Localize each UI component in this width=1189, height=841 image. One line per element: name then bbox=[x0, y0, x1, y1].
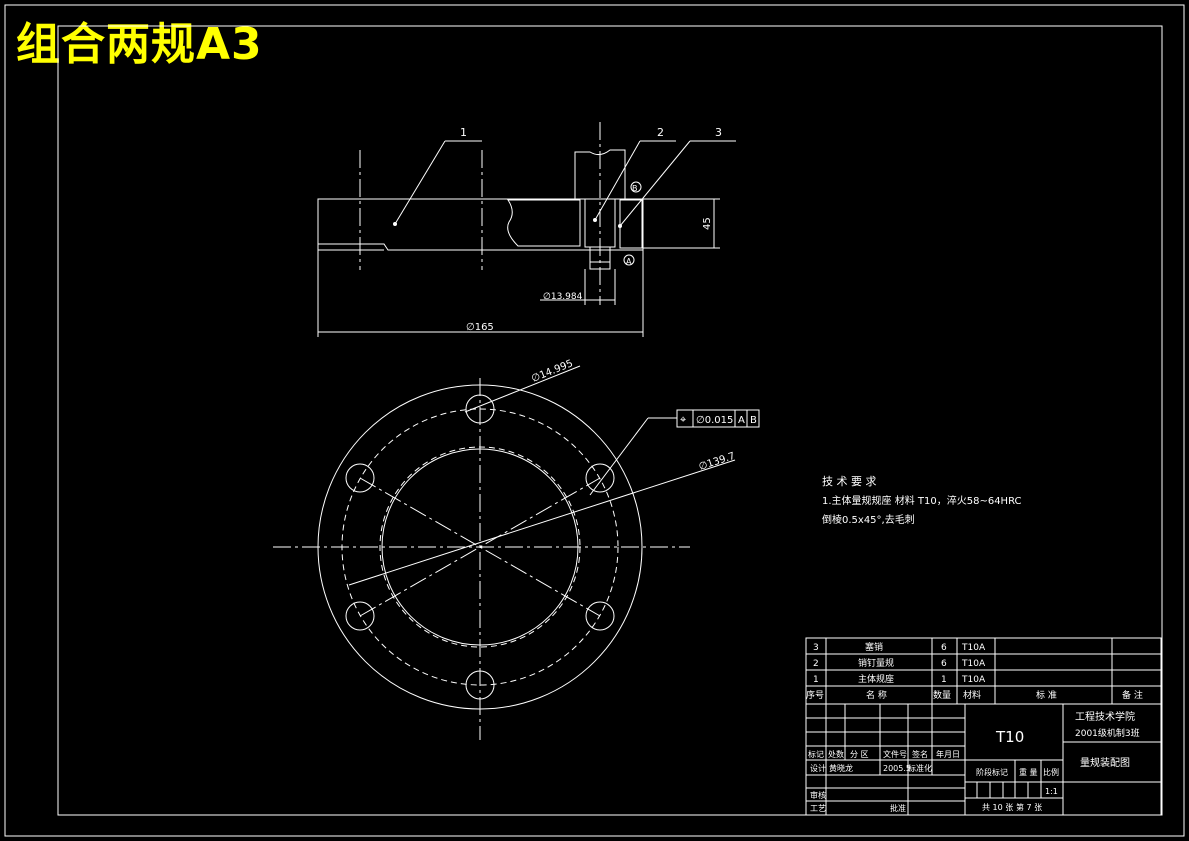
school-name: 工程技术学院 bbox=[1075, 710, 1135, 723]
bom-header: 名 称 bbox=[866, 689, 887, 701]
dim-hole: ∅14.995 bbox=[530, 358, 575, 385]
rev-header: 文件号 bbox=[883, 749, 907, 759]
bom-cell: 2 bbox=[813, 659, 819, 669]
rev-header: 分 区 bbox=[850, 750, 869, 759]
rev-header: 处数 bbox=[828, 749, 844, 759]
drawing-name: 量规装配图 bbox=[1080, 756, 1130, 769]
datum-b-marker bbox=[630, 181, 642, 193]
bom-header: 备 注 bbox=[1122, 689, 1143, 701]
dim-outer: ∅165 bbox=[466, 322, 494, 333]
pin-hole bbox=[345, 463, 375, 493]
notes-line-1: 1.主体量规规座 材料 T10，淬火58~64HRC bbox=[822, 494, 1022, 507]
bom-cell: 1 bbox=[813, 675, 819, 685]
tolerance-value: ∅0.015 bbox=[696, 415, 733, 426]
section-hatch bbox=[507, 199, 581, 247]
plan-view: ∅14.995 ∅139.7 ⌖ ∅0.015 A B bbox=[273, 358, 760, 740]
bom-cell: 销钉量规 bbox=[858, 657, 894, 669]
notes-line-2: 倒棱0.5x45°,去毛刺 bbox=[822, 513, 915, 526]
title-block: 标记 处数 分 区 文件号 签名 年月日 设计 黄晓龙 2005.5 标准化 审… bbox=[805, 703, 1162, 816]
design-date: 2005.5 bbox=[883, 764, 911, 773]
bom-cell: 6 bbox=[941, 643, 947, 653]
position-symbol: ⌖ bbox=[680, 413, 686, 426]
rev-header: 标记 bbox=[808, 749, 824, 759]
inner-frame bbox=[57, 25, 1163, 816]
tolerance-frame bbox=[676, 409, 760, 428]
tolerance-datum-a: A bbox=[738, 415, 745, 426]
datum-a-label: A bbox=[626, 257, 632, 266]
bom-header: 数量 bbox=[933, 689, 951, 701]
body-outline bbox=[317, 198, 644, 251]
bom-cell: 3 bbox=[813, 643, 819, 653]
bom-header: 标 准 bbox=[1036, 689, 1057, 701]
pin-gauge-head bbox=[574, 149, 626, 200]
pin-hole bbox=[585, 601, 615, 631]
callout-1: 1 bbox=[460, 126, 467, 139]
tolerance-datum-b: B bbox=[750, 415, 757, 426]
process-label: 工艺 bbox=[810, 804, 826, 813]
datum-b-label: B bbox=[632, 184, 638, 193]
bom-cell: 塞销 bbox=[865, 641, 883, 653]
bill-of-materials: 3 塞销 6 T10A 2 销钉量规 6 T10A 1 主体规座 1 T10A … bbox=[805, 637, 1162, 705]
callout-2: 2 bbox=[657, 126, 664, 139]
callout-3: 3 bbox=[715, 126, 722, 139]
notes-heading: 技 术 要 求 bbox=[822, 475, 877, 488]
bom-header: 材料 bbox=[963, 689, 981, 701]
bom-cell: 1 bbox=[941, 675, 947, 685]
bom-header: 序号 bbox=[806, 689, 824, 701]
bom-cell: 主体规座 bbox=[858, 673, 894, 685]
outer-frame bbox=[4, 4, 1185, 837]
bom-cell: T10A bbox=[961, 675, 986, 685]
dim-pcd: ∅139.7 bbox=[698, 451, 737, 473]
pin-hole bbox=[345, 601, 375, 631]
material-label: T10 bbox=[995, 728, 1024, 746]
stage-label: 阶段标记 bbox=[976, 767, 1008, 777]
design-label: 设计 bbox=[810, 763, 826, 773]
datum-a-marker bbox=[623, 254, 635, 266]
pin-tip bbox=[589, 246, 611, 270]
section-hatch bbox=[619, 199, 643, 249]
pin-hole bbox=[465, 670, 495, 700]
approve-label: 批准 bbox=[890, 803, 906, 813]
scale-label: 比例 bbox=[1043, 767, 1059, 777]
scale-value: 1:1 bbox=[1045, 787, 1058, 796]
sheet-number: 第 7 张 bbox=[1016, 802, 1042, 812]
bom-cell: T10A bbox=[961, 659, 986, 669]
class-name: 2001级机制3班 bbox=[1075, 727, 1140, 739]
sheet-count: 共 10 张 bbox=[982, 803, 1013, 812]
pin-hole bbox=[585, 463, 615, 493]
bom-cell: T10A bbox=[961, 643, 986, 653]
review-label: 审核 bbox=[810, 790, 826, 800]
rev-header: 年月日 bbox=[936, 749, 960, 759]
bom-cell: 6 bbox=[941, 659, 947, 669]
dim-bore: ∅13.984 bbox=[543, 292, 583, 302]
dim-depth: 45 bbox=[702, 217, 713, 230]
section-view: 1 2 3 B A 45 ∅13.984 ∅165 bbox=[317, 122, 736, 337]
rev-header: 签名 bbox=[912, 749, 928, 759]
drawing-title: 组合两规A3 bbox=[16, 19, 263, 70]
designer-name: 黄晓龙 bbox=[829, 763, 853, 773]
pin-hole bbox=[465, 394, 495, 424]
standardization-label: 标准化 bbox=[908, 763, 932, 773]
weight-label: 重 量 bbox=[1019, 767, 1038, 777]
